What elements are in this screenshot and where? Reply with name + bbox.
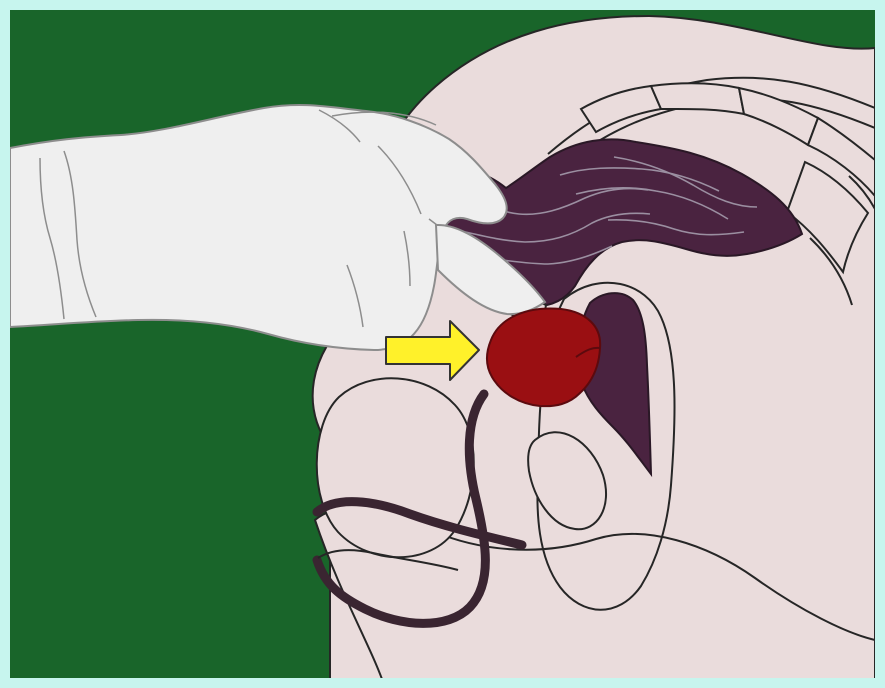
diagram-canvas bbox=[0, 0, 885, 688]
anatomy-diagram bbox=[0, 0, 885, 688]
